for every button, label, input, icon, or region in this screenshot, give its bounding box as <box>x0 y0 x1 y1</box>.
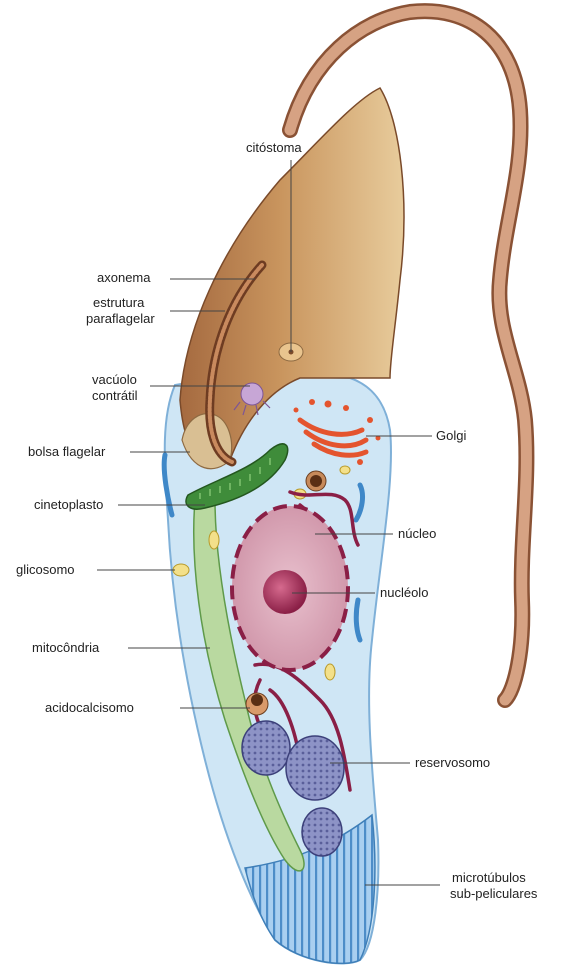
label-glicosomo: glicosomo <box>16 562 75 578</box>
label-axonema: axonema <box>97 270 150 286</box>
label-microtubulos-line2: sub-peliculares <box>450 886 537 902</box>
nucleolus <box>263 570 307 614</box>
label-golgi: Golgi <box>436 428 466 444</box>
label-estrutura-line2: paraflagelar <box>86 311 155 327</box>
reservosome-1 <box>242 721 290 775</box>
label-cinetoplasto: cinetoplasto <box>34 497 103 513</box>
label-acidocalcisomo: acidocalcisomo <box>45 700 134 716</box>
label-nucleolo: nucléolo <box>380 585 428 601</box>
reservosome-2 <box>286 736 344 800</box>
label-vacuolo-line1: vacúolo <box>92 372 137 388</box>
label-mitocondria: mitocôndria <box>32 640 99 656</box>
reservosome-3 <box>302 808 342 856</box>
label-microtubulos-line1: microtúbulos <box>452 870 526 886</box>
label-estrutura-line1: estrutura <box>93 295 144 311</box>
label-vacuolo-line2: contrátil <box>92 388 138 404</box>
label-reservosomo: reservosomo <box>415 755 490 771</box>
label-nucleo: núcleo <box>398 526 436 542</box>
label-bolsa-flagelar: bolsa flagelar <box>28 444 105 460</box>
label-citostoma: citóstoma <box>246 140 302 156</box>
glycosome <box>173 564 189 576</box>
